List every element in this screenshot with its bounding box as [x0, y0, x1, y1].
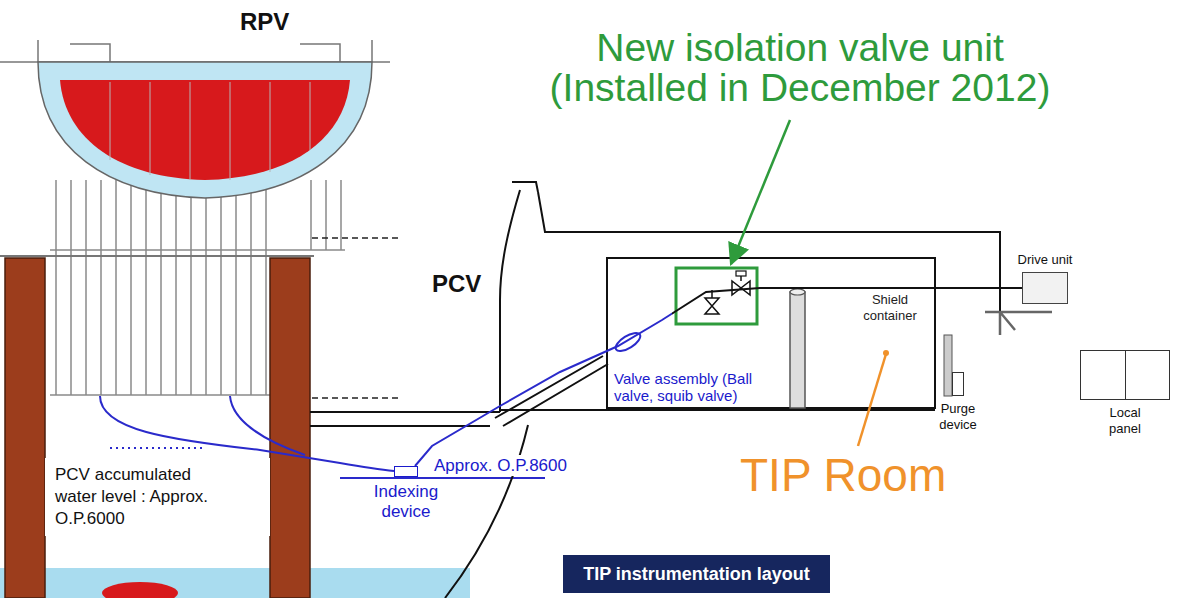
shield-cylinder-top — [790, 289, 805, 295]
floor-line — [310, 410, 935, 426]
callout-arrow — [731, 120, 790, 264]
molten-fuel — [60, 80, 350, 180]
level-label: Approx. O.P.8600 — [432, 455, 569, 476]
indexing-device-shape — [394, 466, 418, 477]
purge-wall — [944, 335, 952, 396]
tip-room-wall — [607, 258, 935, 408]
pcv-shell — [445, 182, 538, 598]
vessel-label: RPV — [240, 8, 289, 36]
drive-unit: Drive unit — [1018, 252, 1073, 304]
vessel-structure — [0, 40, 390, 62]
room-label: TIP Room — [740, 450, 946, 500]
callout-text: New isolation valve unit (Installed in D… — [540, 28, 1060, 108]
rpv-bottom-head — [38, 62, 372, 198]
pedestal-wall — [5, 258, 45, 598]
valve-symbol — [705, 298, 719, 314]
valve-actuator — [736, 271, 746, 276]
drive-unit-shape — [1022, 272, 1068, 304]
purge-device-shape — [952, 372, 964, 396]
local-panel-shape — [1080, 350, 1170, 400]
part-label: Shield container — [850, 292, 930, 324]
tip-tube-dotted — [110, 447, 205, 449]
node-text: Purge device — [932, 401, 984, 433]
caption-box: TIP instrumentation layout — [563, 555, 830, 593]
node-text: Drive unit — [1018, 252, 1073, 268]
part-label: Valve assembly (Ball valve, squib valve) — [612, 370, 766, 404]
fuel-lines — [110, 82, 310, 180]
node-text: Local panel — [1100, 405, 1150, 437]
pedestal-wall — [270, 258, 310, 598]
drive-stand — [985, 312, 1052, 335]
node-text: Indexing device — [361, 482, 451, 522]
debris — [102, 582, 178, 598]
isolation-valve-box — [676, 268, 757, 324]
panel-divider — [1125, 351, 1126, 399]
indexing-device: Indexing device — [361, 466, 451, 522]
level-line — [340, 477, 545, 479]
valve-stem — [740, 276, 742, 281]
purge-device: Purge device — [932, 372, 984, 433]
pedestal-top — [0, 255, 314, 257]
leader-line — [858, 354, 886, 446]
penetration — [495, 356, 608, 426]
leader-dot — [883, 350, 889, 356]
vessel-label: PCV — [432, 270, 481, 298]
note-box: PCV accumulated water level : Approx. O.… — [45, 458, 270, 536]
pcv-water — [0, 568, 470, 598]
tip-cable — [415, 288, 1022, 466]
local-panel: Local panel — [1080, 350, 1170, 437]
elevation-line — [312, 238, 400, 398]
shield-cylinder — [790, 292, 805, 408]
